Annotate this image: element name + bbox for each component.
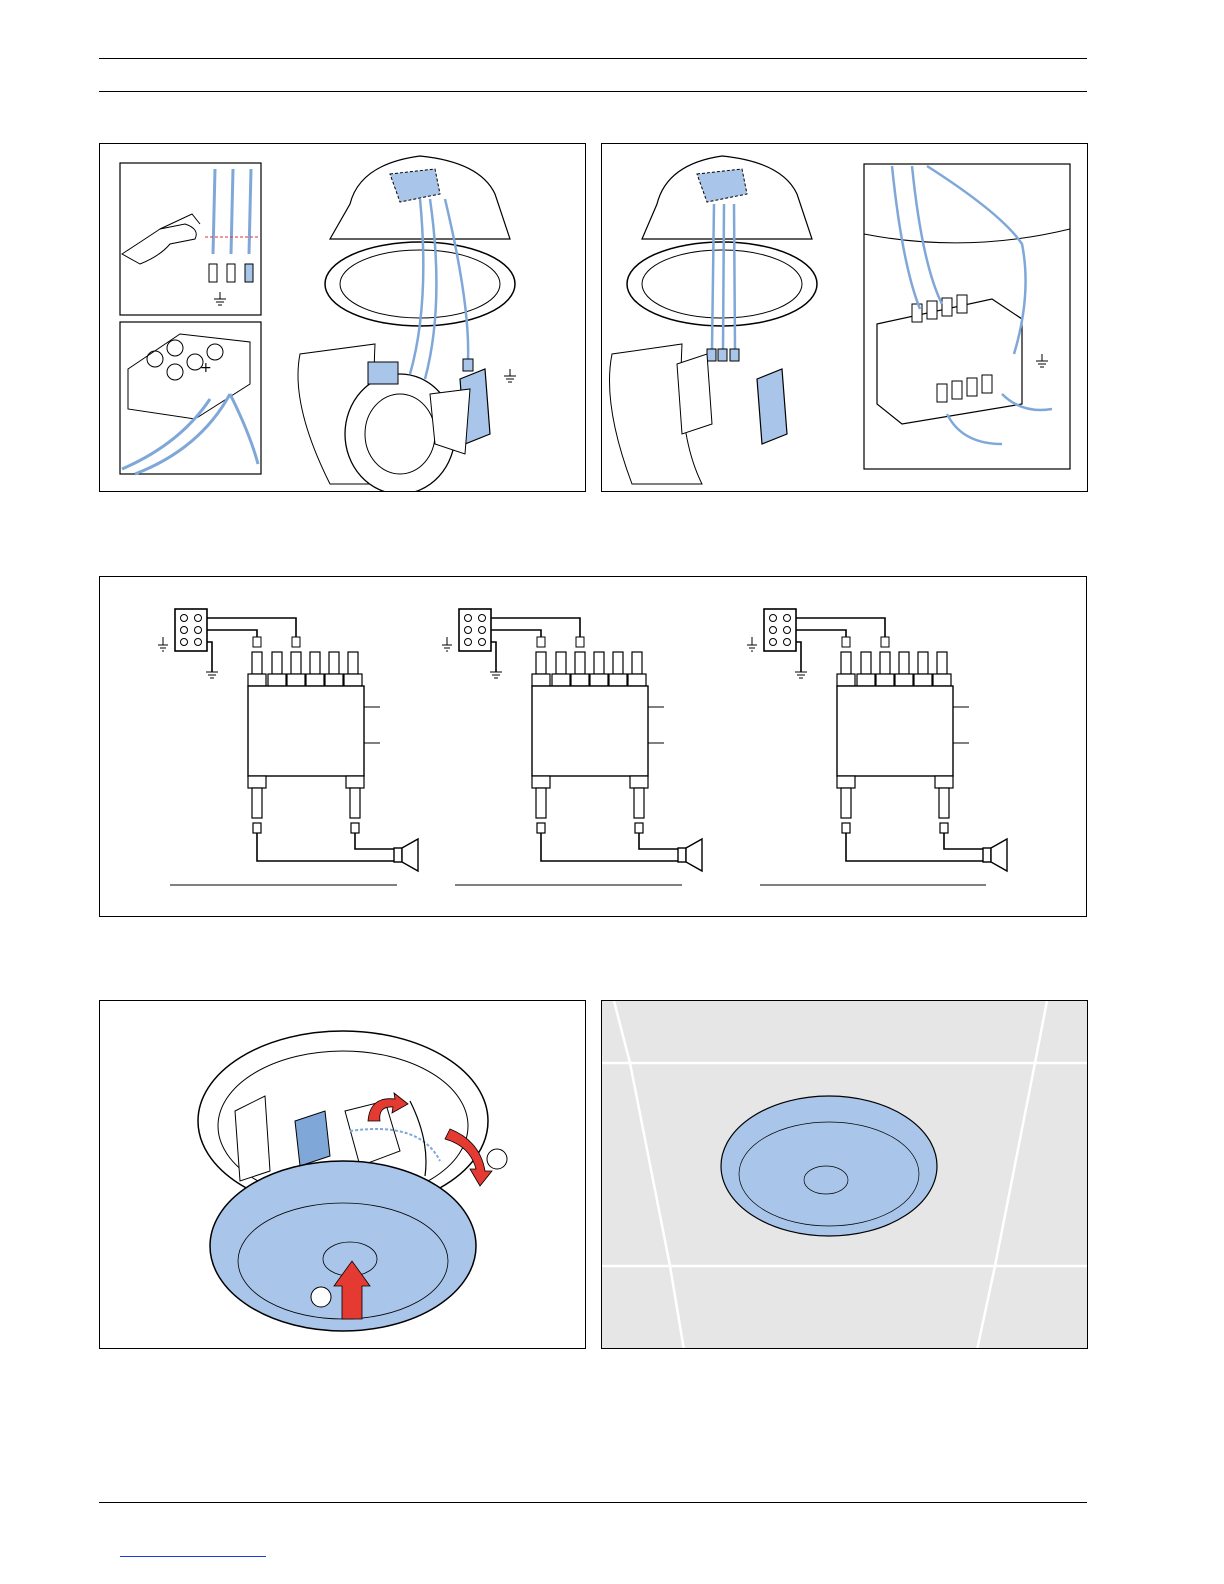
svg-text:+: + [200, 360, 212, 376]
transformer-wiring-2 [442, 609, 702, 871]
wiring-overview-right-panel [601, 143, 1088, 492]
transformer-wiring-panel [99, 576, 1087, 917]
ceiling-installed-panel [601, 1000, 1088, 1349]
ceiling-installed-illustration [602, 1001, 1088, 1349]
grille-mounting-panel [99, 1000, 586, 1349]
transformer-wiring-3 [747, 609, 1007, 871]
header-rule-top [99, 58, 1087, 59]
transformer-wiring-1 [158, 609, 418, 871]
footer-link-underline[interactable] [120, 1556, 266, 1557]
grille-mounting-illustration [100, 1001, 586, 1349]
wiring-overview-right-illustration [602, 144, 1088, 492]
header-rule-bottom [99, 91, 1087, 92]
footer-rule [99, 1502, 1087, 1503]
transformer-wiring-diagrams [100, 577, 1087, 917]
wiring-overview-left-panel: + [99, 143, 586, 492]
wiring-overview-left-illustration: + [100, 144, 586, 492]
